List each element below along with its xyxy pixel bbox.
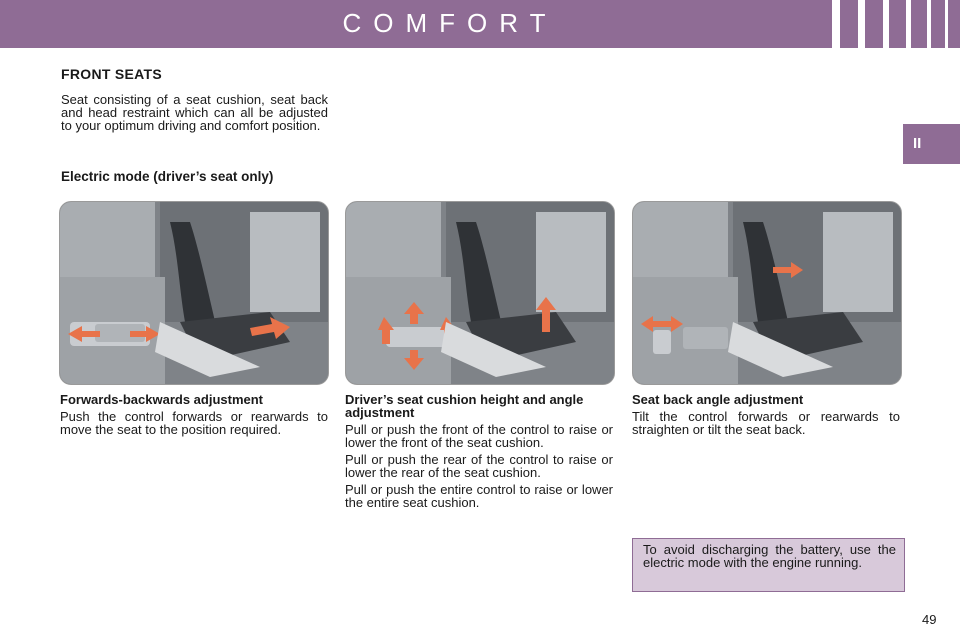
caption-title: Seat back angle adjustment	[632, 392, 804, 407]
chapter-tab-label: II	[913, 135, 922, 152]
caption-paragraph: Tilt the control forwards or rearwards t…	[632, 409, 900, 437]
seat-photo-cushion-height	[345, 201, 615, 385]
seat-photo-back-angle	[632, 201, 902, 385]
caption-back-angle: Seat back angle adjustment Tilt the cont…	[632, 393, 900, 440]
battery-note: To avoid discharging the battery, use th…	[632, 538, 905, 592]
caption-paragraph: Pull or push the entire control to raise…	[345, 482, 613, 510]
subtitle: Electric mode (driver’s seat only)	[61, 169, 274, 184]
caption-title: Driver’s seat cushion height and angle a…	[345, 392, 584, 420]
header-stripes	[830, 0, 960, 48]
intro-text: Seat consisting of a seat cushion, seat …	[61, 92, 328, 133]
chapter-header: COMFORT	[0, 0, 960, 48]
caption-paragraph: Pull or push the front of the control to…	[345, 422, 613, 450]
chapter-tab[interactable]: II	[903, 124, 960, 164]
caption-forwards-backwards: Forwards-backwards adjustment Push the c…	[60, 393, 328, 440]
page-number: 49	[922, 612, 937, 627]
caption-paragraph: Pull or push the rear of the control to …	[345, 452, 613, 480]
seat-photo-forwards-backwards	[59, 201, 329, 385]
chapter-title: COMFORT	[342, 8, 558, 38]
caption-title: Forwards-backwards adjustment	[60, 392, 263, 407]
caption-cushion-height: Driver’s seat cushion height and angle a…	[345, 393, 613, 513]
section-title: FRONT SEATS	[61, 66, 163, 82]
caption-paragraph: Push the control forwards or rearwards t…	[60, 409, 328, 437]
